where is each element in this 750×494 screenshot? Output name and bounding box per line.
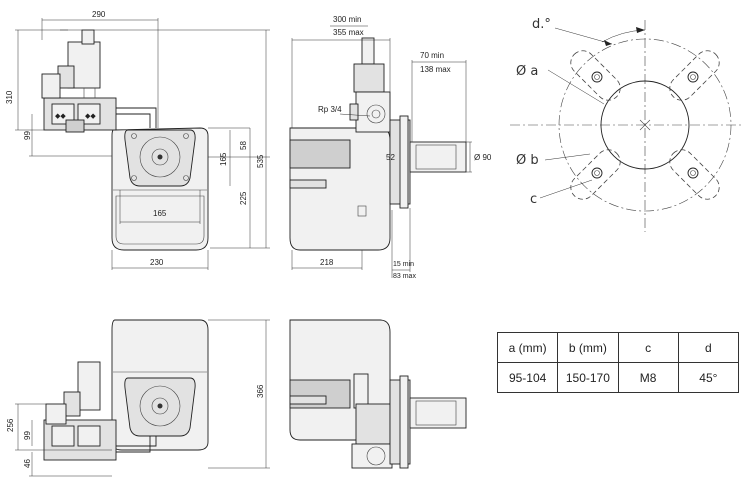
label-dia-a: Ø a <box>516 64 538 79</box>
dim-99: 99 <box>23 131 32 140</box>
header-b: b (mm) <box>557 332 619 363</box>
dim-138-max: 138 max <box>420 65 451 74</box>
svg-text:◆◆: ◆◆ <box>85 113 96 120</box>
lower-side-view <box>289 319 467 469</box>
value-a: 95-104 <box>496 362 559 393</box>
dim-15-min: 15 min <box>393 261 414 268</box>
dim-70-min: 70 min <box>420 51 444 60</box>
front-view: ◆◆ ◆◆ 290 310 99 165 58 225 535 <box>5 10 270 270</box>
dim-83-max: 83 max <box>393 273 416 280</box>
spec-table-value-row: 95-104 150-170 M8 45° <box>496 362 740 393</box>
dim-99-lower: 99 <box>23 431 32 440</box>
dim-256: 256 <box>6 418 15 432</box>
value-b: 150-170 <box>557 362 619 393</box>
header-a: a (mm) <box>496 332 559 363</box>
value-c: M8 <box>617 362 679 393</box>
svg-text:◆◆: ◆◆ <box>55 113 66 120</box>
label-rp: Rp 3/4 <box>318 105 342 114</box>
value-d: 45° <box>677 362 740 393</box>
dim-310: 310 <box>5 90 14 104</box>
flange-view: d.° Ø a Ø b c <box>510 17 742 232</box>
side-view: 300 min 355 max 70 min 138 max Rp 3/4 52… <box>289 15 492 280</box>
spec-table: a (mm) b (mm) c d 95-104 150-170 M8 45° <box>496 332 740 393</box>
header-c: c <box>617 332 679 363</box>
dim-230: 230 <box>150 258 164 267</box>
dim-535: 535 <box>256 154 265 168</box>
dim-dia-90: Ø 90 <box>474 153 492 162</box>
dim-165-h: 165 <box>153 209 167 218</box>
header-d: d <box>677 332 740 363</box>
spec-table-header-row: a (mm) b (mm) c d <box>496 332 740 363</box>
dim-218: 218 <box>320 258 334 267</box>
dim-290: 290 <box>92 10 106 19</box>
label-c: c <box>530 192 537 207</box>
dim-366: 366 <box>256 384 265 398</box>
dim-58: 58 <box>239 141 248 150</box>
dim-355-max: 355 max <box>333 28 364 37</box>
label-angle-d: d.° <box>532 17 551 32</box>
dim-300-min: 300 min <box>333 15 361 24</box>
label-dia-b: Ø b <box>516 153 539 168</box>
dim-46: 46 <box>23 459 32 468</box>
dim-52: 52 <box>386 153 395 162</box>
lower-front-view: 256 99 46 366 <box>6 319 270 477</box>
dim-165-v: 165 <box>219 152 228 166</box>
dim-225: 225 <box>239 191 248 205</box>
